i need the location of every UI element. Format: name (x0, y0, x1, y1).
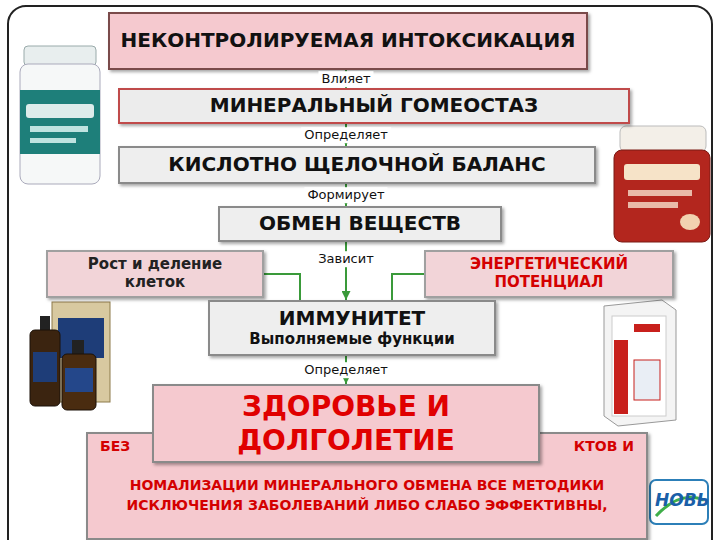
result-box: ЗДОРОВЬЕ И ДОЛГОЛЕТИЕ (152, 384, 540, 463)
factor-box: ЭНЕРГЕТИЧЕСКИЙ ПОТЕНЦИАЛ (424, 250, 674, 298)
note-text: КТОВ И (574, 438, 634, 455)
logo-text: НОВЬ (655, 490, 710, 510)
edge-label: Формирует (304, 187, 387, 203)
edge-label: Определяет (301, 127, 391, 143)
flow-arrow (392, 274, 424, 300)
node-title: НЕКОНТРОЛИРУЕМАЯ ИНТОКСИКАЦИЯ (120, 29, 576, 53)
edge-label: Влияет (318, 71, 373, 87)
node-title: ЗДОРОВЬЕ И ДОЛГОЛЕТИЕ (164, 390, 528, 456)
node-title: ИММУНИТЕТ (220, 307, 484, 331)
product-jar (614, 126, 710, 242)
problem-box: НЕКОНТРОЛИРУЕМАЯ ИНТОКСИКАЦИЯ (108, 12, 588, 70)
process-box: ОБМЕН ВЕЩЕСТВ (218, 206, 502, 242)
edge-label: Зависит (315, 252, 377, 268)
flow-arrow (264, 274, 300, 300)
node-subtitle: Выполняемые функции (220, 331, 484, 349)
note-text: НОМАЛИЗАЦИИ МИНЕРАЛЬНОГО ОБМЕНА ВСЕ МЕТО… (98, 475, 636, 516)
node-title: ЭНЕРГЕТИЧЕСКИЙ ПОТЕНЦИАЛ (436, 256, 662, 291)
node-title: Рост и деление клеток (58, 256, 252, 291)
node-title: КИСЛОТНО ЩЕЛОЧНОЙ БАЛАНС (130, 153, 584, 177)
process-box: ИММУНИТЕТВыполняемые функции (208, 300, 496, 356)
note-text: БЕЗ (100, 438, 130, 455)
product-jar (20, 46, 100, 184)
node-title: МИНЕРАЛЬНЫЙ ГОМЕОСТАЗ (130, 94, 618, 118)
edge-label: Определяет (301, 362, 391, 378)
product-box (604, 300, 676, 426)
process-box: КИСЛОТНО ЩЕЛОЧНОЙ БАЛАНС (118, 146, 596, 184)
process-box: МИНЕРАЛЬНЫЙ ГОМЕОСТАЗ (118, 88, 630, 124)
node-title: ОБМЕН ВЕЩЕСТВ (230, 212, 490, 236)
slide-frame (8, 6, 712, 540)
product-bottles (30, 302, 110, 410)
factor-box: Рост и деление клеток (46, 250, 264, 298)
